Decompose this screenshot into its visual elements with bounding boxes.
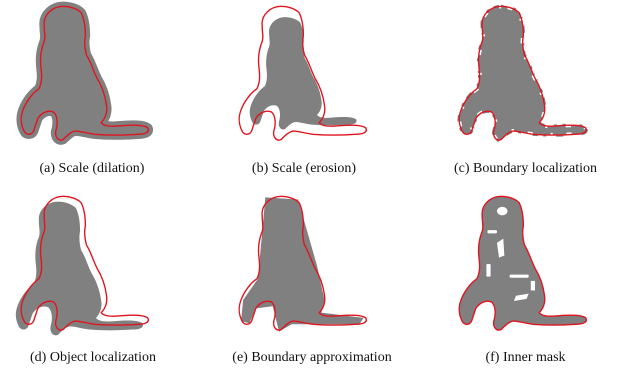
panel-e-boundary-approximation [218, 190, 393, 338]
panel-b-scale-erosion [218, 0, 393, 148]
panel-a-scale-dilation [0, 0, 175, 148]
dog-mask-shifted [15, 195, 149, 336]
caption-c: (c) Boundary localization [453, 161, 598, 176]
panel-f-inner-mask [438, 190, 613, 338]
caption-f: (f) Inner mask [485, 350, 566, 365]
caption-e: (e) Boundary approximation [232, 350, 392, 365]
caption-a: (a) Scale (dilation) [39, 161, 145, 176]
dog-mask-with-holes [458, 195, 587, 331]
caption-b: (b) Scale (erosion) [251, 161, 357, 176]
dog-mask-eroded [238, 5, 367, 141]
caption-d: (d) Object localization [30, 350, 156, 365]
panel-d-object-localization [0, 190, 175, 338]
dog-mask-polygon [238, 195, 367, 332]
dog-mask-boundary-jitter [438, 0, 613, 148]
dog-mask-dilated [0, 0, 175, 148]
panel-c-boundary-localization [438, 0, 613, 148]
